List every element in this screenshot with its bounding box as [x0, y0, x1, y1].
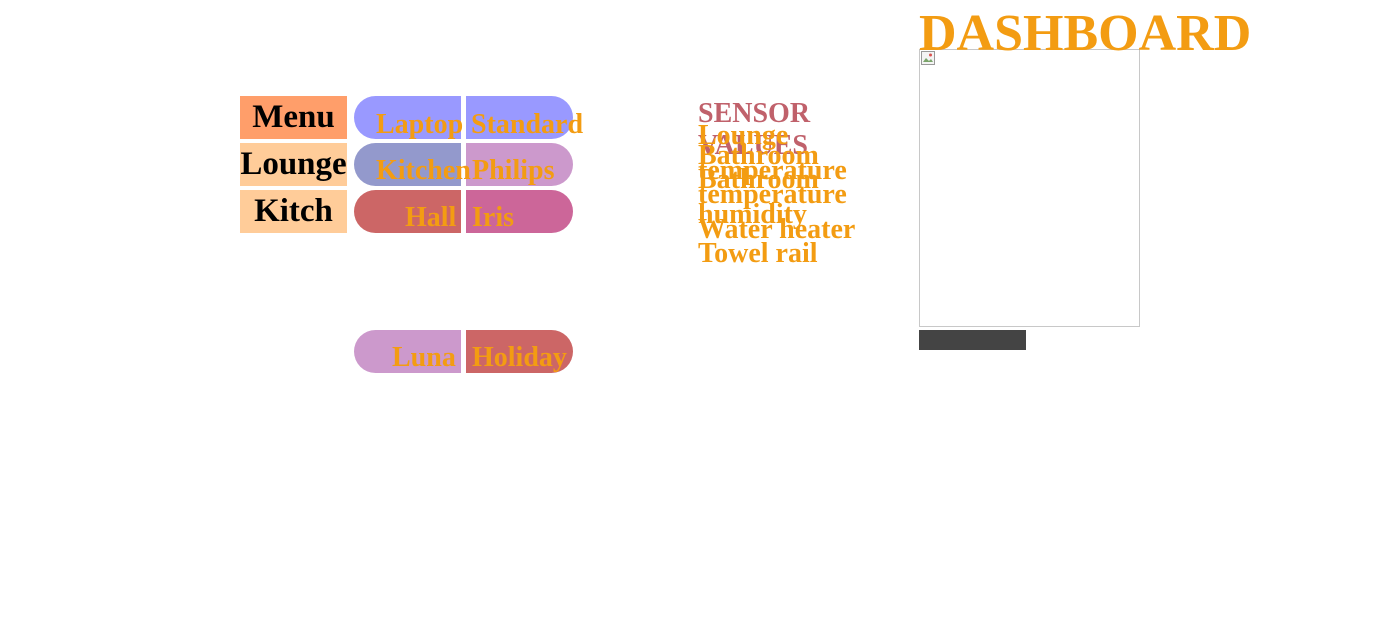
- luna-button[interactable]: [354, 330, 461, 373]
- iris-button[interactable]: [466, 190, 573, 233]
- hall-button-label: Hall: [405, 202, 457, 233]
- sensor-lounge: Lounge: [698, 120, 789, 151]
- dashboard-title: DASHBOARD: [919, 5, 1252, 62]
- dashboard-image: [919, 49, 1140, 327]
- sensor-water-heater: Water heater: [698, 214, 856, 245]
- philips-button-label: Philips: [472, 155, 555, 186]
- side-menu: Menu Lounge Kitch: [240, 96, 347, 237]
- menu-item-lounge[interactable]: Lounge: [240, 143, 347, 186]
- standard-button[interactable]: [466, 96, 573, 139]
- menu-item-kitchen[interactable]: Kitch: [240, 190, 347, 233]
- broken-image-icon: [921, 51, 935, 65]
- hall-button[interactable]: [354, 190, 461, 233]
- dashboard-bar-button[interactable]: [919, 330, 1026, 350]
- sensor-humidity: humidity: [698, 199, 807, 230]
- standard-button-label: Standard: [471, 109, 584, 140]
- kitchen-button-label: Kitchen: [376, 155, 471, 186]
- kitchen-button[interactable]: [354, 143, 461, 186]
- sensor-values-heading: SENSOR VALUES: [698, 98, 811, 161]
- iris-button-label: Iris: [472, 202, 514, 233]
- sensor-bathroom-temperature-2: Bathroom temperature: [698, 164, 847, 210]
- holiday-button-label: Holiday: [472, 342, 567, 373]
- luna-button-label: Luna: [392, 342, 456, 373]
- philips-button[interactable]: [466, 143, 573, 186]
- laptop-button-label: Laptop: [376, 109, 464, 140]
- holiday-button[interactable]: [466, 330, 573, 373]
- sensor-towel-rail: Towel rail: [698, 238, 818, 269]
- laptop-button[interactable]: [354, 96, 461, 139]
- menu-header[interactable]: Menu: [240, 96, 347, 139]
